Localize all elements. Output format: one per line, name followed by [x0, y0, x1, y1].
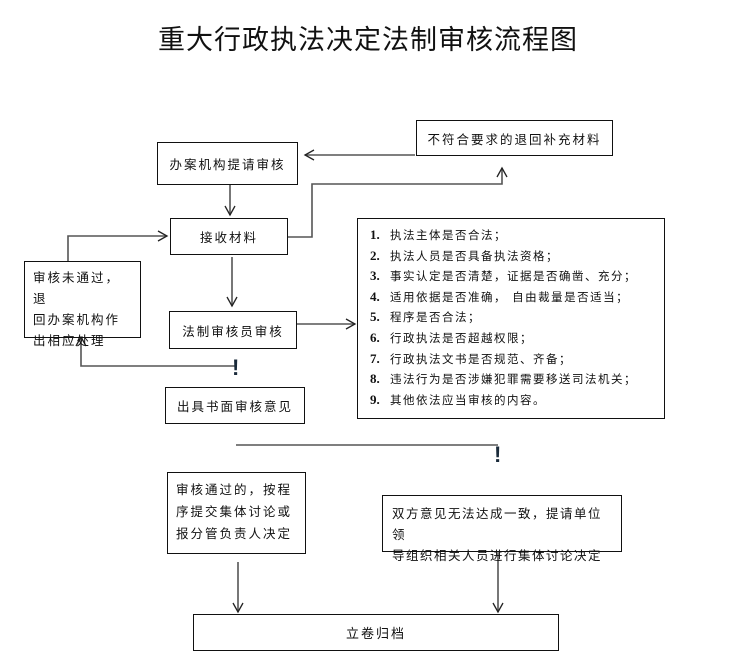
criteria-num: 8.: [370, 371, 380, 387]
criteria-text: 事实认定是否清楚，证据是否确凿、充分；: [390, 269, 637, 284]
criteria-text: 执法主体是否合法；: [390, 228, 507, 242]
criteria-num: 9.: [370, 391, 380, 407]
criteria-num: 5.: [370, 309, 380, 325]
node-disagreement-line: 双方意见无法达成一致，提请单位领: [392, 506, 603, 542]
criteria-item: 5. 程序是否合法；: [370, 307, 652, 328]
criteria-item: 8. 违法行为是否涉嫌犯罪需要移送司法机关；: [370, 369, 652, 390]
node-failed-return-line: 回办案机构作: [33, 312, 121, 327]
node-receive-materials-label: 接收材料: [199, 230, 258, 245]
node-written-opinion: 出具书面审核意见: [165, 387, 305, 424]
criteria-num: 3.: [370, 268, 380, 284]
criteria-text: 适用依据是否准确， 自由裁量是否适当；: [390, 289, 630, 304]
node-submit-review: 办案机构提请审核: [157, 142, 298, 185]
criteria-item: 4. 适用依据是否准确， 自由裁量是否适当；: [370, 287, 652, 308]
criteria-text: 行政执法文书是否规范、齐备；: [390, 351, 572, 366]
node-disagreement-line: 导组织相关人员进行集体讨论决定: [392, 548, 603, 563]
node-written-opinion-label: 出具书面审核意见: [176, 399, 293, 414]
criteria-item: 9. 其他依法应当审核的内容。: [370, 390, 652, 411]
criteria-num: 4.: [370, 288, 380, 304]
node-approved-line: 序提交集体讨论或: [176, 504, 293, 519]
node-failed-return-line: 出相应处理: [33, 333, 106, 348]
criteria-item: 7. 行政执法文书是否规范、齐备；: [370, 349, 652, 370]
node-archive-label: 立卷归档: [345, 627, 406, 642]
node-return-supplement-label: 不符合要求的退回补充材料: [427, 131, 602, 147]
criteria-text: 行政执法是否超越权限；: [390, 330, 533, 345]
criteria-item: 1. 执法主体是否合法；: [370, 225, 652, 246]
node-submit-review-label: 办案机构提请审核: [169, 157, 286, 172]
arrow-failed-to-receive: [67, 230, 169, 262]
criteria-num: 7.: [370, 350, 380, 366]
node-failed-return: 审核未通过，退 回办案机构作 出相应处理: [24, 261, 141, 348]
node-receive-materials: 接收材料: [170, 218, 288, 255]
criteria-item: 6. 行政执法是否超越权限；: [370, 328, 652, 349]
criteria-num: 1.: [370, 227, 380, 242]
node-disagreement: 双方意见无法达成一致，提请单位领 导组织相关人员进行集体讨论决定: [382, 495, 622, 563]
node-archive: 立卷归档: [193, 614, 559, 651]
exclamation-marker-icon: !: [232, 355, 240, 380]
node-legal-review: 法制审核员审核: [169, 311, 297, 349]
criteria-item: 2. 执法人员是否具备执法资格；: [370, 246, 652, 267]
node-approved: 审核通过的，按程 序提交集体讨论或 报分管负责人决定: [167, 472, 306, 554]
criteria-list: 1. 执法主体是否合法； 2. 执法人员是否具备执法资格； 3. 事实认定是否清楚，证…: [357, 218, 665, 419]
node-return-supplement: 不符合要求的退回补充材料: [416, 120, 613, 156]
node-approved-line: 报分管负责人决定: [176, 526, 293, 541]
exclamation-marker-icon: !: [494, 442, 502, 467]
criteria-num: 6.: [370, 329, 380, 345]
page-title: 重大行政执法决定法制审核流程图: [158, 25, 578, 56]
criteria-text: 违法行为是否涉嫌犯罪需要移送司法机关；: [390, 372, 637, 387]
criteria-text: 程序是否合法；: [390, 310, 481, 325]
criteria-item: 3. 事实认定是否清楚，证据是否确凿、充分；: [370, 266, 652, 287]
criteria-num: 2.: [370, 247, 380, 263]
node-approved-line: 审核通过的，按程: [176, 482, 293, 497]
node-legal-review-label: 法制审核员审核: [182, 323, 284, 339]
node-failed-return-line: 审核未通过，退: [33, 270, 121, 306]
criteria-text: 执法人员是否具备执法资格；: [390, 248, 559, 263]
criteria-text: 其他依法应当审核的内容。: [390, 392, 546, 407]
